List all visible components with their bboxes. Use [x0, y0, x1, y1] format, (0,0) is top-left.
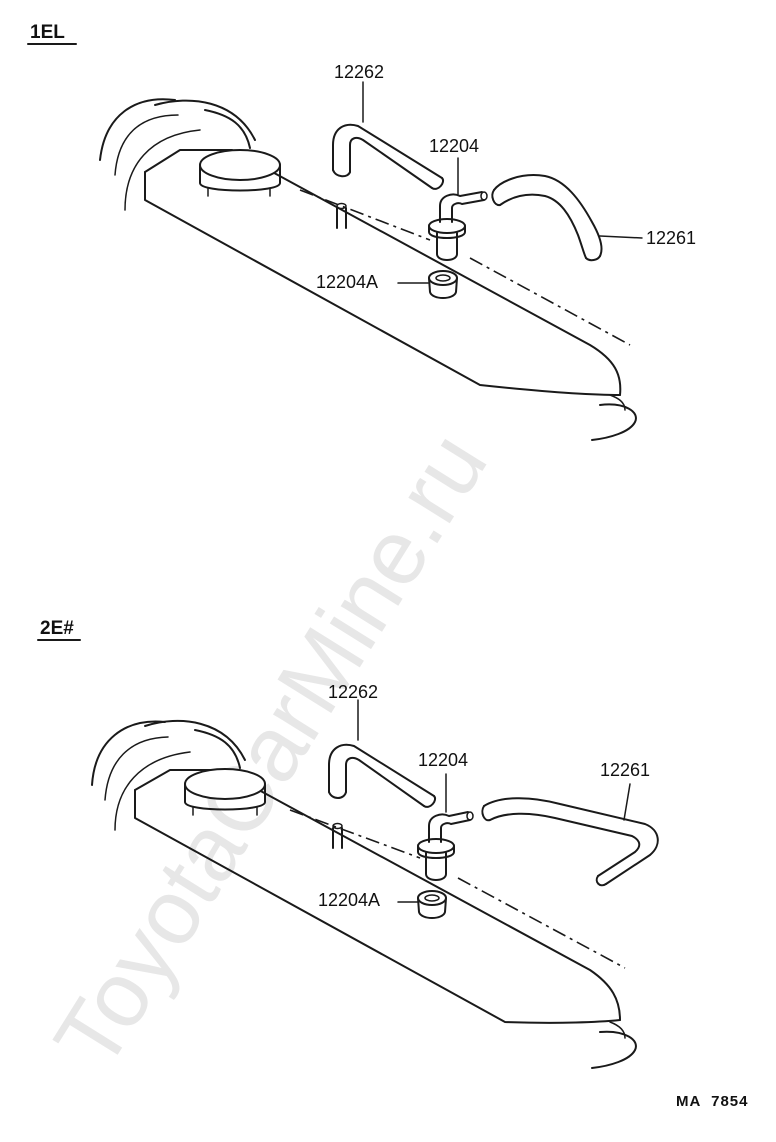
- grommet-12204a: [428, 270, 458, 299]
- grommet-12204a: [417, 890, 447, 919]
- label-12261: 12261: [600, 760, 650, 780]
- label-12204a: 12204A: [318, 890, 380, 910]
- section-title-1el: 1EL: [30, 22, 65, 43]
- label-12262: 12262: [334, 62, 384, 82]
- section-title-2e: 2E#: [40, 618, 74, 639]
- label-12262: 12262: [328, 682, 378, 702]
- hose-12261: [491, 174, 603, 262]
- cylinder-head-cover: [91, 720, 637, 1069]
- hose-12262: [328, 743, 436, 808]
- pcv-valve-12204: [428, 191, 488, 261]
- section-1el: 1EL: [27, 22, 696, 441]
- label-12261: 12261: [646, 228, 696, 248]
- label-12204: 12204: [418, 750, 468, 770]
- cylinder-head-cover: [99, 98, 637, 441]
- hose-12262: [332, 123, 444, 190]
- section-2e: 2E#: [37, 618, 659, 1069]
- hose-12261: [481, 797, 659, 887]
- pcv-valve-12204: [417, 811, 474, 881]
- leader-line: [623, 783, 631, 821]
- label-12204a: 12204A: [316, 272, 378, 292]
- diagram-code: MA 7854: [676, 1093, 748, 1110]
- label-12204: 12204: [429, 136, 479, 156]
- leader-line: [599, 235, 643, 239]
